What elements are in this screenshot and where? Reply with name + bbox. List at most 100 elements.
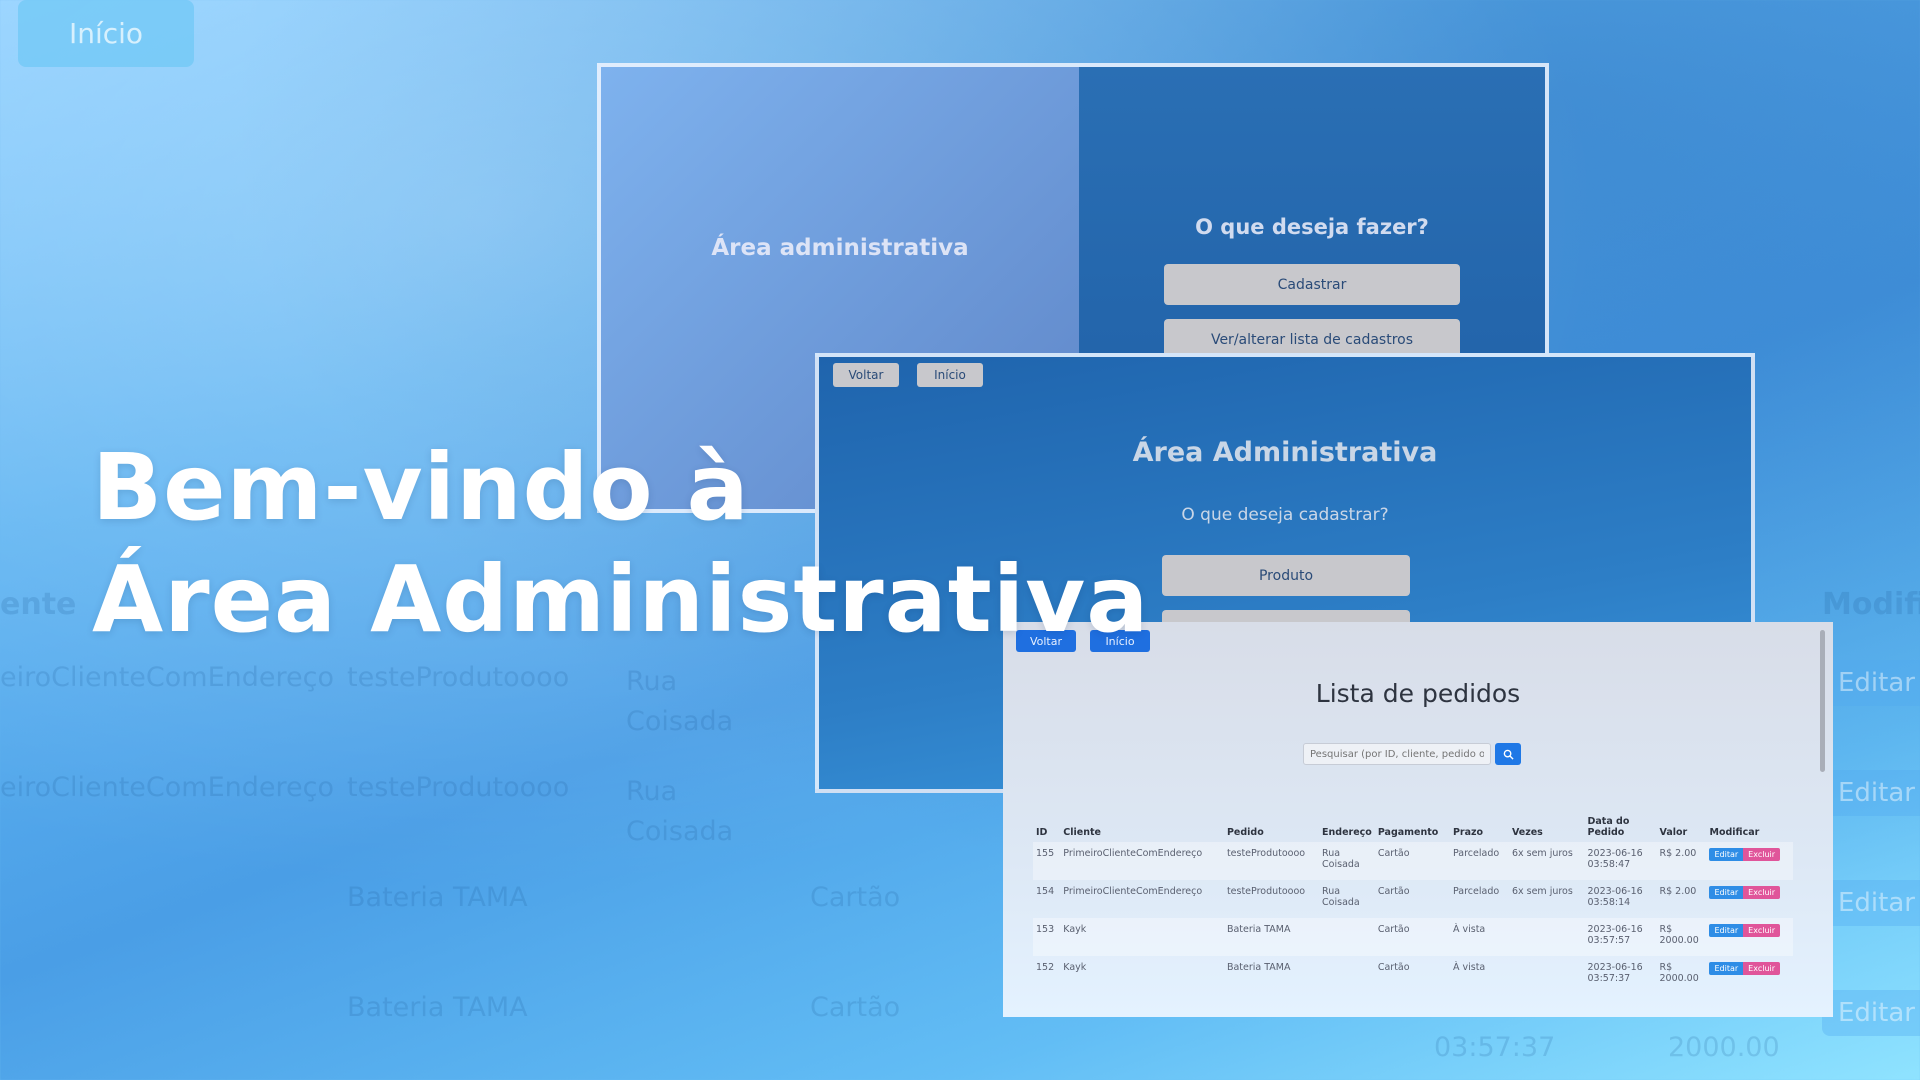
register-question: O que deseja cadastrar?: [1181, 505, 1389, 525]
ghost-cell: Cartão: [810, 992, 901, 1023]
column-header: Vezes: [1511, 827, 1543, 838]
cell-pagamento: Cartão: [1374, 842, 1450, 880]
hero-line-1: Bem-vindo à: [92, 434, 750, 541]
cell-id: 153: [1033, 918, 1061, 956]
cell-cliente: PrimeiroClienteComEndereço: [1060, 842, 1224, 880]
cell-id: 155: [1033, 842, 1061, 880]
hero-line-2: Área Administrativa: [92, 546, 1150, 653]
ghost-edit-button: Editar: [1822, 660, 1920, 706]
home-button[interactable]: Início: [1090, 630, 1150, 652]
ghost-header-modificar: Modific: [1822, 587, 1920, 622]
cell-valor: R$ 2000.00: [1656, 918, 1707, 956]
cell-prazo: À vista: [1449, 918, 1509, 956]
cell-pedido: testeProdutoooo: [1226, 886, 1306, 897]
search-icon: [1503, 749, 1514, 760]
admin-home-title: Área administrativa: [711, 235, 969, 261]
cell-vezes: 6x sem juros: [1511, 886, 1573, 897]
cell-cliente: Kayk: [1060, 918, 1224, 956]
cell-pagamento: Cartão: [1374, 918, 1450, 956]
cell-valor: R$ 2000.00: [1659, 962, 1699, 984]
cell-data: 2023-06-16 03:57:57: [1584, 918, 1657, 956]
search-button[interactable]: [1495, 743, 1521, 765]
column-header: Data do Pedido: [1587, 816, 1630, 838]
ghost-cell: Bateria TAMA: [347, 992, 528, 1023]
column-header: Prazo: [1452, 827, 1484, 838]
cell-data: 2023-06-16 03:58:47: [1584, 842, 1657, 880]
cell-prazo: Parcelado: [1452, 886, 1500, 897]
search-input[interactable]: [1303, 743, 1491, 765]
ghost-cell: testeProdutoooo: [347, 662, 570, 693]
register-button[interactable]: Cadastrar: [1164, 264, 1460, 305]
cell-valor: R$ 2.00: [1656, 842, 1707, 880]
cell-data: 2023-06-16 03:58:14: [1587, 886, 1643, 908]
cell-prazo: À vista: [1452, 962, 1486, 973]
home-button[interactable]: Início: [917, 363, 983, 387]
delete-button[interactable]: Excluir: [1743, 886, 1781, 899]
ghost-cell: eiroClienteComEndereço: [0, 772, 334, 803]
ghost-edit-button: Editar: [1822, 990, 1920, 1036]
search-bar: [1303, 743, 1521, 765]
table-row: 153 Kayk Bateria TAMA Cartão À vista 202…: [1033, 918, 1793, 956]
column-header: Pagamento: [1377, 827, 1439, 838]
cell-valor: R$ 2.00: [1659, 886, 1697, 897]
cell-endereco: [1319, 956, 1375, 994]
ghost-value: 2000.00: [1668, 1032, 1780, 1063]
ghost-time: 03:57:37: [1434, 1032, 1556, 1063]
ghost-header-cliente: ente: [0, 587, 77, 622]
table-header-row: ID Cliente Pedido Endereço Pagamento Pra…: [1033, 812, 1793, 842]
cell-vezes: [1509, 956, 1585, 994]
back-button[interactable]: Voltar: [1016, 630, 1076, 652]
ghost-cell: eiroClienteComEndereço: [0, 662, 334, 693]
column-header: ID: [1036, 827, 1048, 838]
edit-button[interactable]: Editar: [1709, 848, 1744, 861]
background-home-button: Início: [18, 0, 194, 67]
admin-home-question: O que deseja fazer?: [1195, 215, 1429, 239]
cell-pagamento: Cartão: [1377, 962, 1410, 973]
column-header: Endereço: [1322, 827, 1372, 838]
back-button[interactable]: Voltar: [833, 363, 899, 387]
edit-button[interactable]: Editar: [1709, 924, 1744, 937]
register-window-title: Área Administrativa: [1132, 437, 1438, 468]
cell-pedido: Bateria TAMA: [1226, 962, 1291, 973]
cell-data: 2023-06-16 03:57:37: [1587, 962, 1643, 984]
delete-button[interactable]: Excluir: [1743, 924, 1781, 937]
delete-button[interactable]: Excluir: [1743, 848, 1781, 861]
column-header: Modificar: [1709, 827, 1760, 838]
ghost-cell: Bateria TAMA: [347, 882, 528, 913]
cell-pedido: Bateria TAMA: [1223, 918, 1320, 956]
ghost-cell: Rua Coisada: [626, 776, 734, 847]
edit-button[interactable]: Editar: [1709, 962, 1744, 975]
cell-endereco: [1319, 918, 1375, 956]
product-button[interactable]: Produto: [1162, 555, 1410, 596]
column-header: Valor: [1659, 827, 1688, 838]
delete-button[interactable]: Excluir: [1743, 962, 1781, 975]
ghost-cell: Rua Coisada: [626, 666, 734, 737]
cell-cliente: PrimeiroClienteComEndereço: [1063, 886, 1203, 897]
column-header: Pedido: [1226, 827, 1264, 838]
cell-vezes: [1508, 918, 1585, 956]
orders-list-window: Voltar Início Lista de pedidos ID Client…: [1003, 622, 1833, 1017]
cell-endereco: Rua Coisada: [1319, 842, 1375, 880]
orders-table: ID Cliente Pedido Endereço Pagamento Pra…: [1033, 812, 1793, 994]
cell-pedido: testeProdutoooo: [1223, 842, 1320, 880]
cell-id: 154: [1036, 886, 1055, 897]
cell-vezes: 6x sem juros: [1508, 842, 1585, 880]
ghost-edit-button: Editar: [1822, 770, 1920, 816]
table-row: 152 Kayk Bateria TAMA Cartão À vista 202…: [1033, 956, 1793, 994]
cell-endereco: Rua Coisada: [1322, 886, 1360, 908]
ghost-edit-button: Editar: [1822, 880, 1920, 926]
orders-title: Lista de pedidos: [1315, 679, 1521, 708]
table-row: 155 PrimeiroClienteComEndereço testeProd…: [1033, 842, 1793, 880]
edit-button[interactable]: Editar: [1709, 886, 1744, 899]
hero-title: Bem-vindo à Área Administrativa: [92, 432, 1149, 656]
cell-id: 152: [1036, 962, 1055, 973]
ghost-cell: testeProdutoooo: [347, 772, 570, 803]
cell-pagamento: Cartão: [1377, 886, 1410, 897]
cell-cliente: Kayk: [1063, 962, 1087, 973]
table-row: 154 PrimeiroClienteComEndereço testeProd…: [1033, 880, 1793, 918]
scrollbar[interactable]: [1820, 630, 1825, 772]
